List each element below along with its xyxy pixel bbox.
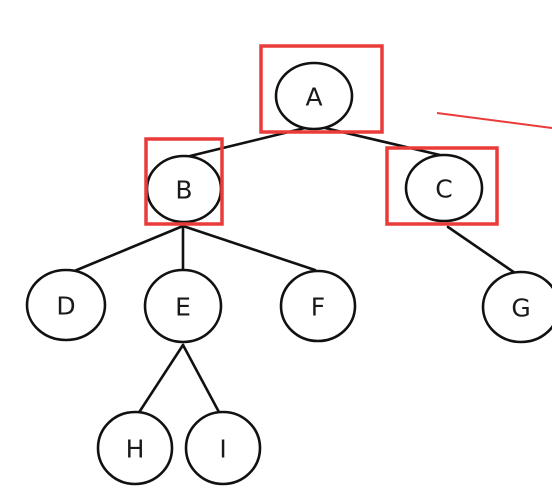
node-circle-e — [143, 268, 223, 344]
highlight-box-a — [259, 44, 384, 134]
node-label-h: H — [126, 435, 145, 464]
tree-node-e: E — [143, 268, 223, 344]
highlight-box-c — [385, 146, 499, 226]
node-label-i: I — [219, 435, 226, 464]
edge-c-g — [446, 225, 517, 275]
node-circle-f — [279, 269, 357, 343]
node-circle-d — [25, 268, 107, 342]
highlight-box-b — [144, 137, 224, 226]
tree-node-d: D — [25, 268, 107, 342]
tree-node-f: F — [279, 269, 357, 343]
node-circle-a — [274, 61, 354, 131]
node-label-d: D — [56, 292, 75, 321]
tree-node-g: G — [481, 270, 552, 344]
tree-node-h: H — [96, 410, 174, 486]
node-label-a: A — [305, 83, 322, 112]
edge-b-f — [181, 224, 317, 272]
tree-node-a: A — [274, 61, 354, 131]
pointer-line — [436, 112, 552, 129]
tree-node-b: B — [145, 154, 223, 224]
edge-b-d — [70, 224, 185, 274]
node-label-e: E — [175, 293, 191, 322]
node-label-b: B — [175, 176, 192, 205]
node-label-f: F — [311, 293, 325, 322]
node-circle-h — [96, 410, 174, 486]
edge-e-i — [181, 343, 222, 416]
node-circle-g — [481, 270, 552, 344]
node-label-g: G — [511, 294, 530, 323]
tree-node-i: I — [184, 410, 262, 486]
node-label-c: C — [435, 175, 452, 204]
node-circle-i — [184, 410, 262, 486]
node-circle-c — [404, 153, 484, 223]
tree-node-c: C — [404, 153, 484, 223]
edge-e-h — [136, 343, 185, 416]
